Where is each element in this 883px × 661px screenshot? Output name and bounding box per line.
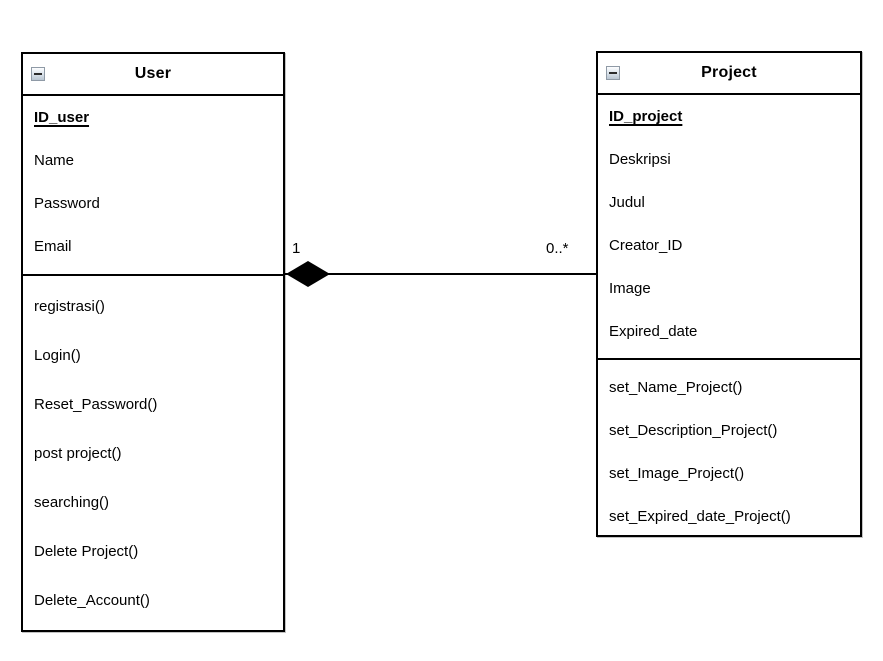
collapse-minus-icon[interactable] <box>606 66 620 80</box>
minus-glyph <box>34 73 42 75</box>
multiplicity-source: 1 <box>292 240 301 257</box>
methods-section-project: set_Name_Project() set_Description_Proje… <box>598 360 860 535</box>
class-header-user: User <box>23 54 283 96</box>
class-title-project: Project <box>701 64 757 81</box>
method-row: Login() <box>34 347 81 364</box>
attribute-row: ID_project <box>609 108 683 125</box>
class-box-project[interactable]: Project ID_project Deskripsi Judul Creat… <box>596 51 862 537</box>
method-row: post project() <box>34 445 122 462</box>
method-row: Delete Project() <box>34 543 139 560</box>
method-row: registrasi() <box>34 298 105 315</box>
class-title-user: User <box>134 65 172 82</box>
association-line[interactable] <box>285 273 596 275</box>
method-row: set_Image_Project() <box>609 465 745 482</box>
class-header-project: Project <box>598 53 860 95</box>
attributes-section-user: ID_user Name Password Email <box>23 96 283 276</box>
class-box-user[interactable]: User ID_user Name Password Email registr… <box>21 52 285 632</box>
method-row: searching() <box>34 494 110 511</box>
multiplicity-target: 0..* <box>546 240 569 257</box>
methods-section-user: registrasi() Login() Reset_Password() po… <box>23 276 283 630</box>
method-row: set_Description_Project() <box>609 422 778 439</box>
attribute-row: ID_user <box>34 109 90 126</box>
minus-glyph <box>609 72 617 74</box>
attribute-row: Password <box>34 195 100 212</box>
method-row: set_Expired_date_Project() <box>609 508 791 525</box>
method-row: Reset_Password() <box>34 396 158 413</box>
method-row: Delete_Account() <box>34 592 150 609</box>
attribute-row: Expired_date <box>609 323 698 340</box>
collapse-minus-icon[interactable] <box>31 67 45 81</box>
attribute-row: Creator_ID <box>609 237 683 254</box>
attribute-row: Name <box>34 152 75 169</box>
attribute-row: Image <box>609 280 651 297</box>
attribute-row: Email <box>34 238 72 255</box>
method-row: set_Name_Project() <box>609 379 743 396</box>
attributes-section-project: ID_project Deskripsi Judul Creator_ID Im… <box>598 95 860 360</box>
composition-diamond-icon[interactable] <box>284 259 332 289</box>
attribute-row: Judul <box>609 194 645 211</box>
attribute-row: Deskripsi <box>609 151 671 168</box>
